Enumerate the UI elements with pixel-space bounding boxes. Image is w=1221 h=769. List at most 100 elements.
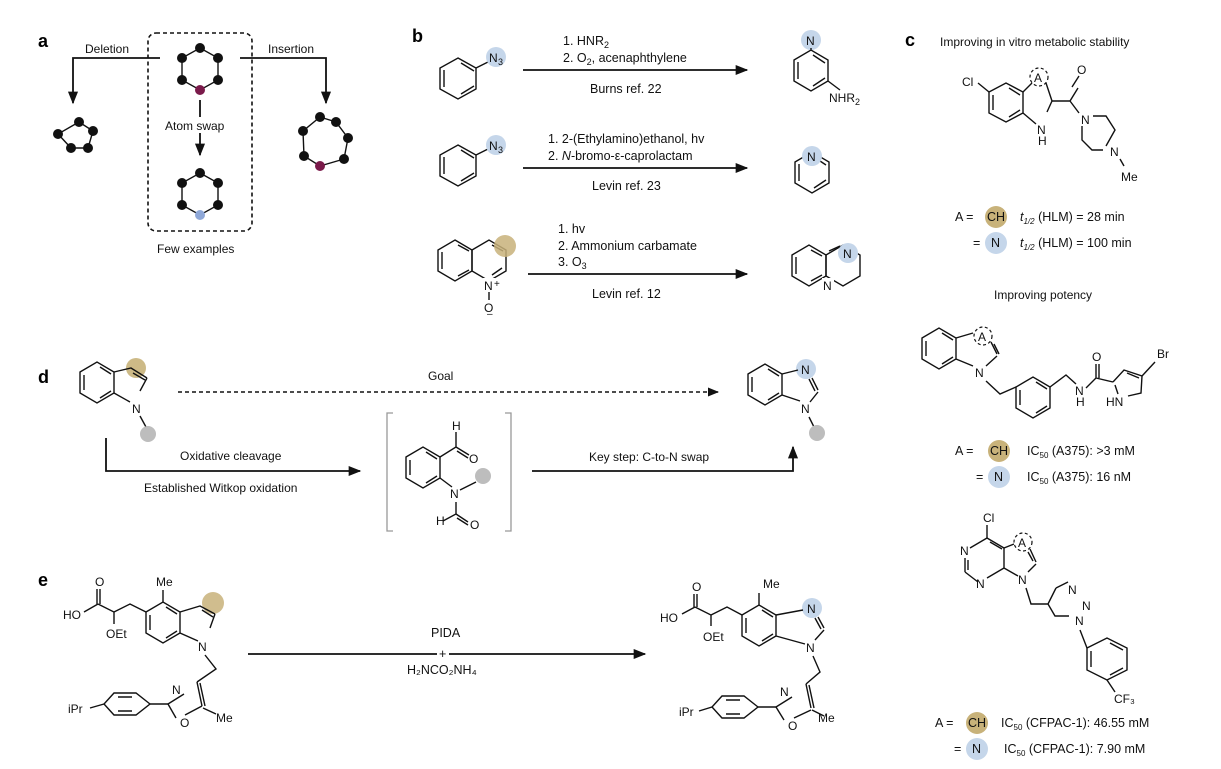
svg-text:N: N bbox=[975, 366, 984, 380]
svg-text:N: N bbox=[172, 683, 181, 697]
svg-text:=: = bbox=[973, 236, 980, 250]
pyridine-product: N bbox=[794, 146, 830, 194]
molecule-c3: Cl N N A N N N N CF₃ bbox=[960, 511, 1135, 706]
reagent-b3-3: 3. O3 bbox=[558, 255, 587, 271]
svg-text:N: N bbox=[1082, 599, 1091, 613]
svg-text:N: N bbox=[807, 150, 816, 164]
svg-text:t1/2 (HLM) = 100 min: t1/2 (HLM) = 100 min bbox=[1020, 236, 1132, 252]
panel-b: b N 3 1. HNR2 2. O2, acenaphthylene Burn… bbox=[412, 26, 861, 320]
svg-text:A =: A = bbox=[955, 444, 973, 458]
atom-swap-box bbox=[147, 32, 253, 232]
reagent-b3-1: 1. hv bbox=[558, 222, 586, 236]
result-rows-cfpac: A = CH IC50 (CFPAC-1): 46.55 mM = N IC50… bbox=[935, 712, 1149, 760]
heteroatom-purple-dot bbox=[315, 161, 325, 171]
insertion-arrow bbox=[240, 57, 332, 105]
svg-text:O: O bbox=[1077, 63, 1086, 77]
svg-text:IC50 (A375): 16 nM: IC50 (A375): 16 nM bbox=[1027, 470, 1131, 486]
svg-text:N: N bbox=[994, 470, 1003, 484]
bracket-left bbox=[386, 412, 393, 532]
deletion-arrow bbox=[67, 57, 160, 105]
panel-d: d N Goal Oxidative cleavage Established … bbox=[38, 358, 825, 532]
variable-atom-a-circle bbox=[1029, 67, 1049, 87]
quinazoline-product: N N bbox=[791, 243, 861, 293]
svg-text:OEt: OEt bbox=[703, 630, 724, 644]
svg-text:N: N bbox=[801, 402, 810, 416]
svg-text:OEt: OEt bbox=[106, 627, 127, 641]
aminopyridine-product: N NHR2 bbox=[793, 30, 860, 107]
goal-label: Goal bbox=[428, 369, 453, 383]
svg-text:N: N bbox=[843, 247, 852, 261]
reagent-b2-2: 2. N-bromo-ε-caprolactam bbox=[548, 149, 693, 163]
svg-text:+: + bbox=[494, 279, 500, 290]
panel-label-a: a bbox=[38, 31, 49, 51]
svg-text:O: O bbox=[469, 452, 478, 466]
svg-text:Me: Me bbox=[156, 575, 173, 589]
svg-text:Cl: Cl bbox=[983, 511, 994, 525]
svg-text:H: H bbox=[1076, 395, 1085, 409]
svg-text:N: N bbox=[1018, 573, 1027, 587]
reagent-b2-1: 1. 2-(Ethylamino)ethanol, hv bbox=[548, 132, 705, 146]
panel-label-c: c bbox=[905, 30, 915, 50]
svg-text:Me: Me bbox=[818, 711, 835, 725]
few-examples-label: Few examples bbox=[157, 242, 234, 256]
svg-text:HO: HO bbox=[63, 608, 81, 622]
svg-text:H: H bbox=[1038, 134, 1047, 148]
svg-text:H: H bbox=[436, 514, 445, 528]
reagent-b1-2: 2. O2, acenaphthylene bbox=[563, 51, 687, 67]
result-rows-stability: A = CH t1/2 (HLM) = 28 min = N t1/2 (HLM… bbox=[955, 206, 1132, 254]
svg-text:O: O bbox=[180, 716, 189, 730]
svg-text:O: O bbox=[1092, 350, 1101, 364]
svg-text:N: N bbox=[450, 487, 459, 501]
svg-text:Br: Br bbox=[1157, 347, 1169, 361]
svg-text:IC50 (A375): >3 mM: IC50 (A375): >3 mM bbox=[1027, 444, 1135, 460]
svg-text:A: A bbox=[978, 330, 986, 344]
svg-text:=: = bbox=[976, 470, 983, 484]
oxidative-cleavage-arrow bbox=[105, 438, 362, 477]
svg-text:iPr: iPr bbox=[68, 702, 83, 716]
reagent-b3-2: 2. Ammonium carbamate bbox=[558, 239, 697, 253]
svg-text:3: 3 bbox=[498, 57, 503, 67]
svg-text:N: N bbox=[806, 34, 815, 48]
quinoline-n-oxide: N + O – bbox=[437, 235, 516, 320]
svg-text:N: N bbox=[807, 602, 816, 616]
phenyl-azide-2: N 3 bbox=[439, 135, 506, 187]
svg-text:N: N bbox=[132, 402, 141, 416]
nhr2-label: NHR2 bbox=[829, 91, 860, 107]
panel-e: e O HO OEt Me N N O Me bbox=[38, 570, 835, 733]
panel-a: a Deletion Insertion Atom swap bbox=[38, 31, 353, 256]
n-substituted-benzimidazole: N N bbox=[747, 359, 825, 441]
svg-text:N: N bbox=[198, 640, 207, 654]
svg-text:t1/2 (HLM) = 28 min: t1/2 (HLM) = 28 min bbox=[1020, 210, 1125, 226]
reference-levin-12: Levin ref. 12 bbox=[592, 287, 661, 301]
svg-text:N: N bbox=[780, 685, 789, 699]
svg-text:Me: Me bbox=[1121, 170, 1138, 184]
witkop-label: Established Witkop oxidation bbox=[144, 481, 297, 495]
svg-text:N: N bbox=[972, 742, 981, 756]
svg-text:CH: CH bbox=[990, 444, 1008, 458]
svg-text:HN: HN bbox=[1106, 395, 1123, 409]
svg-text:O: O bbox=[470, 518, 479, 532]
n-formyl-intermediate: H O N H O bbox=[405, 419, 491, 532]
n-substituted-indole: N bbox=[79, 358, 156, 442]
svg-text:N: N bbox=[1037, 123, 1046, 137]
phenyl-azide-1: N 3 bbox=[439, 47, 506, 100]
heptagon-ring bbox=[298, 112, 353, 171]
svg-text:N: N bbox=[489, 139, 498, 153]
svg-text:IC50 (CFPAC-1): 7.90 mM: IC50 (CFPAC-1): 7.90 mM bbox=[1004, 742, 1145, 758]
c-to-n-swap-arrow bbox=[532, 445, 799, 472]
heteroatom-purple-dot bbox=[195, 85, 205, 95]
key-step-label: Key step: C-to-N swap bbox=[589, 450, 709, 464]
molecule-c2: A N N H O HN Br bbox=[921, 326, 1169, 419]
reference-levin-23: Levin ref. 23 bbox=[592, 179, 661, 193]
pentagon-ring bbox=[53, 117, 98, 153]
svg-text:A: A bbox=[1034, 71, 1042, 85]
swapped-atom-blue-dot bbox=[195, 210, 205, 220]
atom-n-badge: N bbox=[991, 236, 1000, 250]
svg-text:A =: A = bbox=[935, 716, 953, 730]
reagent-ammonium-carbamate: H₂NCO₂NH₄ bbox=[407, 663, 477, 677]
svg-text:A: A bbox=[1018, 536, 1026, 550]
bracket-right bbox=[505, 412, 512, 532]
svg-text:N: N bbox=[1075, 384, 1084, 398]
svg-text:N: N bbox=[484, 279, 493, 293]
